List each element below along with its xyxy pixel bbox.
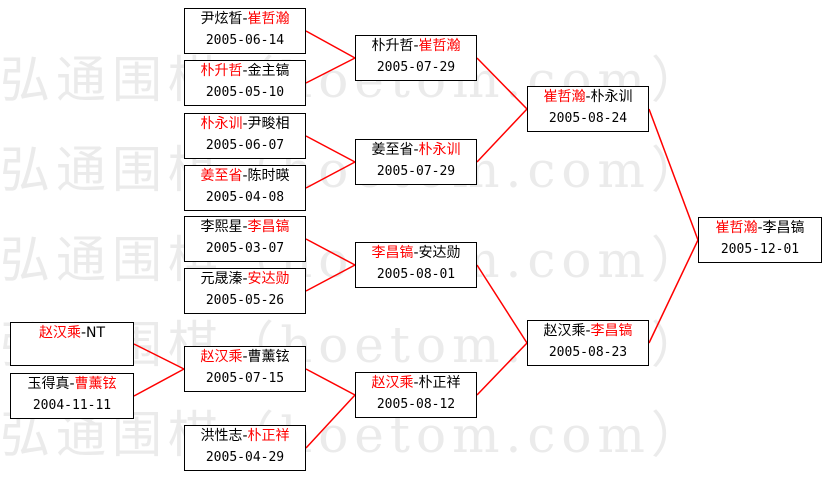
- player-name: 崔哲瀚: [715, 220, 758, 236]
- match-date: 2005-06-14: [205, 33, 285, 48]
- match-box: 姜至省-陈时暎 2005-04-08: [184, 165, 306, 211]
- player-name: 朴升哲: [371, 38, 414, 54]
- player-name: 崔哲瀚: [418, 38, 461, 54]
- player-name: 安达勋: [247, 271, 290, 287]
- connector-line: [476, 342, 528, 396]
- match-box: 尹炫晳-崔哲瀚 2005-06-14: [184, 8, 306, 54]
- match-date: 2005-05-10: [205, 85, 285, 100]
- match-date: 2005-04-29: [205, 450, 285, 465]
- player-name: 姜至省: [371, 142, 414, 158]
- player-name: 李熙星: [200, 219, 243, 235]
- player-name: 元晟溱: [200, 271, 243, 287]
- player-name: 曹薰铉: [247, 349, 290, 365]
- player-name: 尹炫晳: [200, 11, 243, 27]
- match-box: 朴升哲-崔哲瀚 2005-07-29: [355, 35, 477, 81]
- connector-line: [305, 238, 356, 266]
- connector-line: [305, 135, 356, 163]
- player-name: 朴永训: [590, 89, 633, 105]
- connector-line: [648, 108, 699, 241]
- player-name: 陈时暎: [247, 168, 290, 184]
- match-date: 2005-08-24: [548, 111, 628, 126]
- match-date: 2005-08-12: [376, 397, 456, 412]
- match-date: 2005-06-07: [205, 138, 285, 153]
- match-box: 玉得真-曹薰铉 2004-11-11: [10, 373, 134, 419]
- player-name: 玉得真: [27, 376, 70, 392]
- connector-line: [648, 239, 699, 344]
- player-name: 赵汉乘: [200, 349, 243, 365]
- match-box: 赵汉乘-曹薰铉 2005-07-15: [184, 346, 306, 392]
- match-date: 2005-04-08: [205, 190, 285, 205]
- match-box: 崔哲瀚-李昌镐 2005-12-01: [698, 217, 822, 263]
- match-date: 2005-03-07: [205, 241, 285, 256]
- player-name: 崔哲瀚: [247, 11, 290, 27]
- connector-line: [133, 368, 185, 397]
- player-name: 洪性志: [200, 428, 243, 444]
- match-date: 2005-08-23: [548, 345, 628, 360]
- player-name: 朴升哲: [200, 63, 243, 79]
- player-name: 朴永训: [418, 142, 461, 158]
- player-name: 曹薰铉: [74, 376, 117, 392]
- match-box: 赵汉乘-NT: [10, 322, 134, 366]
- connector-line: [305, 264, 356, 292]
- player-name: 李昌镐: [247, 219, 290, 235]
- player-name: 安达勋: [418, 245, 461, 261]
- watermark-text: 弘通围棋（hoetom.com）: [0, 231, 707, 289]
- match-box: 姜至省-朴永训 2005-07-29: [355, 139, 477, 185]
- match-box: 赵汉乘-李昌镐 2005-08-23: [527, 320, 649, 366]
- connector-line: [133, 343, 185, 370]
- match-date: 2005-07-15: [205, 371, 285, 386]
- player-name: 赵汉乘: [371, 375, 414, 391]
- connector-line: [476, 264, 528, 344]
- match-box: 崔哲瀚-朴永训 2005-08-24: [527, 86, 649, 132]
- match-box: 洪性志-朴正祥 2005-04-29: [184, 425, 306, 471]
- match-date: 2005-05-26: [205, 293, 285, 308]
- match-box: 元晟溱-安达勋 2005-05-26: [184, 268, 306, 314]
- connector-line: [305, 30, 356, 59]
- match-box: 朴永训-尹畯相 2005-06-07: [184, 113, 306, 159]
- player-name: 金主镐: [247, 63, 290, 79]
- match-date: 2005-08-01: [376, 267, 456, 282]
- player-name: 朴永训: [200, 116, 243, 132]
- connector-line: [305, 57, 356, 84]
- connector-line: [305, 368, 356, 396]
- player-name: 赵汉乘: [38, 325, 81, 341]
- match-date: 2005-07-29: [376, 164, 456, 179]
- player-name: 姜至省: [200, 168, 243, 184]
- player-name: 李昌镐: [762, 220, 805, 236]
- player-name: 朴正祥: [418, 375, 461, 391]
- connector-line: [476, 57, 528, 110]
- player-name: 李昌镐: [590, 323, 633, 339]
- match-box: 李熙星-李昌镐 2005-03-07: [184, 216, 306, 262]
- player-name: NT: [86, 325, 106, 341]
- connector-line: [305, 394, 356, 449]
- player-name: 李昌镐: [371, 245, 414, 261]
- player-name: 朴正祥: [247, 428, 290, 444]
- match-date: 2004-11-11: [32, 398, 112, 413]
- match-box: 朴升哲-金主镐 2005-05-10: [184, 60, 306, 106]
- match-date: 2005-07-29: [376, 60, 456, 75]
- match-box: 李昌镐-安达勋 2005-08-01: [355, 242, 477, 288]
- player-name: 崔哲瀚: [543, 89, 586, 105]
- match-date: 2005-12-01: [720, 242, 800, 257]
- connector-line: [305, 161, 356, 189]
- player-name: 赵汉乘: [543, 323, 586, 339]
- match-box: 赵汉乘-朴正祥 2005-08-12: [355, 372, 477, 418]
- connector-line: [476, 108, 528, 163]
- watermark-text: 弘通围棋（hoetom.com）: [0, 141, 707, 199]
- player-name: 尹畯相: [247, 116, 290, 132]
